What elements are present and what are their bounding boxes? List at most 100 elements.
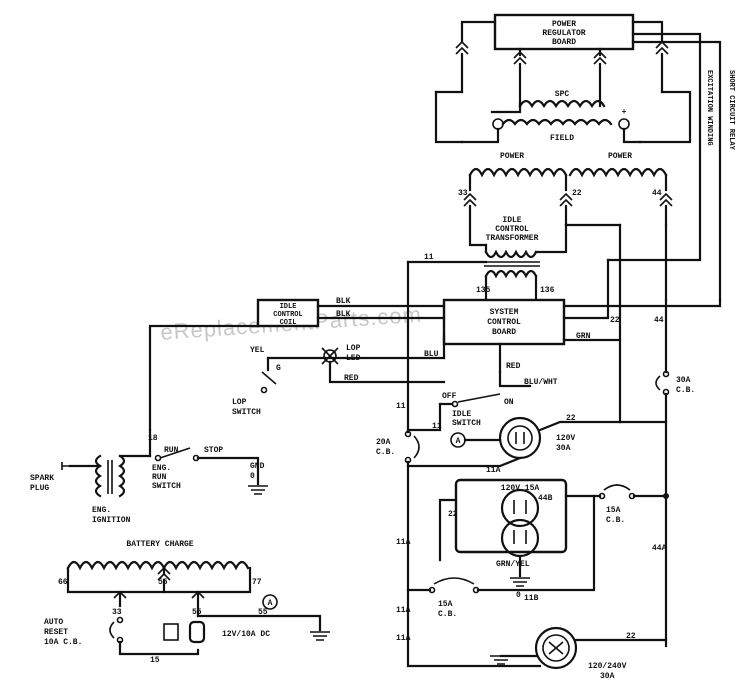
svg-text:22: 22 xyxy=(610,316,620,325)
svg-text:BLK: BLK xyxy=(336,310,351,319)
svg-text:EXCITATION WINDING: EXCITATION WINDING xyxy=(705,70,713,146)
outlet-120v-30a: 120V 30A xyxy=(498,416,575,460)
svg-text:BOARD: BOARD xyxy=(492,328,516,337)
svg-text:LOP: LOP xyxy=(346,344,361,353)
svg-text:15A: 15A xyxy=(438,600,453,609)
system-control-board: SYSTEM CONTROL BOARD xyxy=(442,298,566,346)
svg-text:44: 44 xyxy=(654,316,664,325)
svg-text:ENG.: ENG. xyxy=(152,464,171,473)
field-winding: − + FIELD xyxy=(460,108,642,144)
svg-text:BATTERY CHARGE: BATTERY CHARGE xyxy=(126,540,193,549)
svg-text:SYSTEM: SYSTEM xyxy=(490,308,519,317)
svg-text:RED: RED xyxy=(344,374,359,383)
svg-text:11: 11 xyxy=(396,402,406,411)
svg-text:SPARK: SPARK xyxy=(30,474,54,483)
svg-text:SWITCH: SWITCH xyxy=(232,408,261,417)
svg-text:POWER: POWER xyxy=(500,152,524,161)
lop-led: LOP LED xyxy=(321,344,361,365)
svg-text:GRN: GRN xyxy=(576,332,591,341)
svg-text:120V 15A: 120V 15A xyxy=(501,484,540,493)
svg-text:CONTROL: CONTROL xyxy=(487,318,521,327)
svg-text:AUTO: AUTO xyxy=(44,618,63,627)
engine-run-switch: RUN STOP ENG. RUN SWITCH xyxy=(152,446,223,491)
svg-text:15: 15 xyxy=(150,656,160,665)
svg-text:30A: 30A xyxy=(676,376,691,385)
svg-text:COIL: COIL xyxy=(280,319,297,327)
svg-text:CONTROL: CONTROL xyxy=(273,311,302,319)
power-windings: POWER POWER 33 22 44 xyxy=(458,152,673,247)
svg-text:FIELD: FIELD xyxy=(550,134,574,143)
duplex-receptacle-120v-15a: 120V 15A xyxy=(454,478,568,558)
svg-text:120/240V: 120/240V xyxy=(588,662,627,671)
svg-text:POWER: POWER xyxy=(552,20,576,29)
svg-text:BOARD: BOARD xyxy=(552,38,576,47)
svg-text:C.B.: C.B. xyxy=(438,610,457,619)
svg-text:POWER: POWER xyxy=(608,152,632,161)
svg-text:GRN/YEL: GRN/YEL xyxy=(496,560,530,569)
svg-text:A: A xyxy=(456,437,461,446)
svg-text:0: 0 xyxy=(250,472,255,481)
svg-text:CONTROL: CONTROL xyxy=(495,225,529,234)
svg-text:44: 44 xyxy=(652,189,662,198)
svg-text:OFF: OFF xyxy=(442,392,457,401)
svg-text:GND: GND xyxy=(250,462,265,471)
svg-text:30A: 30A xyxy=(600,672,615,681)
svg-text:11: 11 xyxy=(424,253,434,262)
svg-text:55: 55 xyxy=(258,608,268,617)
svg-text:11B: 11B xyxy=(524,594,539,603)
spark-plug: SPARK PLUG xyxy=(30,462,70,493)
svg-text:ON: ON xyxy=(504,398,514,407)
svg-text:SPC: SPC xyxy=(555,90,570,99)
svg-text:+: + xyxy=(622,108,627,117)
ground-a-marker-1: A xyxy=(450,432,466,448)
svg-text:120V: 120V xyxy=(556,434,575,443)
svg-text:RUN: RUN xyxy=(164,446,179,455)
auto-reset-breaker: AUTO RESET 10A C.B. xyxy=(44,616,124,647)
svg-text:YEL: YEL xyxy=(250,346,265,355)
svg-text:33: 33 xyxy=(458,189,468,198)
svg-text:11A: 11A xyxy=(396,606,411,615)
svg-text:IDLE: IDLE xyxy=(452,410,471,419)
svg-text:22: 22 xyxy=(626,632,636,641)
svg-text:−: − xyxy=(496,108,501,117)
svg-text:136: 136 xyxy=(540,286,555,295)
svg-text:33: 33 xyxy=(112,608,122,617)
svg-text:IGNITION: IGNITION xyxy=(92,516,131,525)
circuit-breaker-15a-bottom: 15A C.B. xyxy=(428,577,480,619)
svg-text:ENG.: ENG. xyxy=(92,506,111,515)
svg-text:BLU: BLU xyxy=(424,350,439,359)
svg-text:15A: 15A xyxy=(606,506,621,515)
svg-text:BLK: BLK xyxy=(336,297,351,306)
svg-text:44B: 44B xyxy=(538,494,553,503)
lop-switch: G LOP SWITCH xyxy=(232,356,281,417)
connector-group-top xyxy=(455,40,669,65)
svg-text:BLU/WHT: BLU/WHT xyxy=(524,378,558,387)
svg-text:11A: 11A xyxy=(396,634,411,643)
svg-text:55: 55 xyxy=(158,578,168,587)
svg-text:30A: 30A xyxy=(556,444,571,453)
svg-text:TRANSFORMER: TRANSFORMER xyxy=(486,234,539,243)
svg-text:RUN: RUN xyxy=(152,473,167,482)
svg-text:22: 22 xyxy=(566,414,576,423)
battery-charge-winding: BATTERY CHARGE 66 55 77 xyxy=(58,540,262,594)
svg-text:10A C.B.: 10A C.B. xyxy=(44,638,82,647)
svg-text:22: 22 xyxy=(572,189,582,198)
ground-terminal: GND 0 xyxy=(248,462,268,495)
idle-switch: OFF ON IDLE SWITCH xyxy=(438,392,514,428)
dc-output-receptacle: 12V/10A DC xyxy=(163,620,270,644)
svg-text:C.B.: C.B. xyxy=(376,448,395,457)
outlet-120-240v-30a: 120/240V 30A xyxy=(534,626,627,681)
svg-text:REGULATOR: REGULATOR xyxy=(542,29,585,38)
svg-text:55: 55 xyxy=(192,608,202,617)
power-regulator-board: POWER REGULATOR BOARD xyxy=(493,13,635,51)
svg-text:IDLE: IDLE xyxy=(502,216,521,225)
svg-text:RED: RED xyxy=(506,362,521,371)
svg-text:135: 135 xyxy=(476,286,491,295)
circuit-breaker-15a-top: 15A C.B. xyxy=(598,484,636,525)
svg-text:22: 22 xyxy=(448,510,458,519)
circuit-breaker-30a: 30A C.B. xyxy=(655,370,695,396)
svg-text:PLUG: PLUG xyxy=(30,484,49,493)
idle-control-transformer: IDLE CONTROL TRANSFORMER 135 136 xyxy=(476,216,568,302)
svg-text:SWITCH: SWITCH xyxy=(452,419,481,428)
